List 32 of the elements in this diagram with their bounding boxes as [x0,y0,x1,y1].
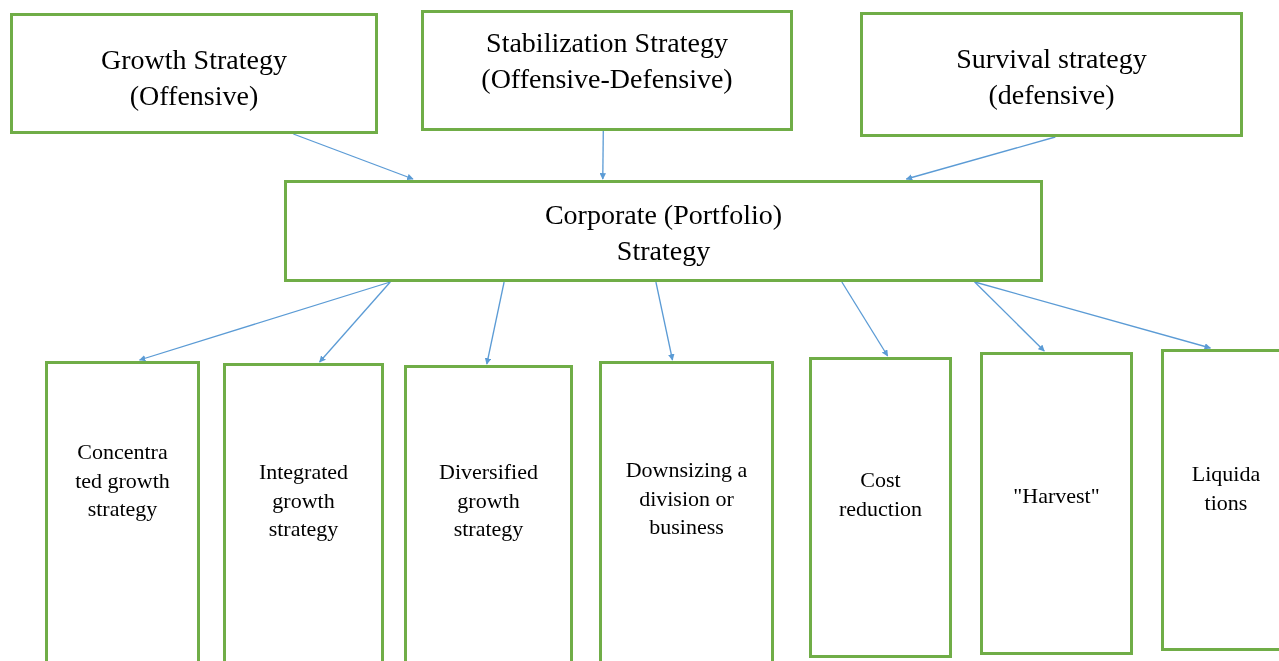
box-label: Survival strategy (defensive) [955,42,1148,113]
box-label: Concentra ted growth strategy [74,438,171,524]
box-label: Cost reduction [837,466,924,523]
strategy-box [980,352,1133,655]
strategy-box [1161,349,1279,651]
arrow [905,136,1056,181]
box-label: Diversified growth strategy [438,458,539,544]
strategy-box [421,10,793,131]
arrow [484,281,505,365]
arrow [599,130,607,180]
box-label: Growth Strategy (Offensive) [100,43,288,114]
arrow [974,281,1045,352]
strategy-box [860,12,1243,137]
box-label: Corporate (Portfolio) Strategy [543,198,784,269]
arrow [318,281,391,363]
box-label: "Harvest" [1012,482,1101,510]
arrow [292,133,414,180]
strategy-box [45,361,200,661]
arrow [974,281,1212,350]
arrow [138,281,391,362]
box-label: Stabilization Strategy (Offensive-Defensive) [480,26,734,97]
strategy-box [599,361,774,661]
strategy-box [404,365,573,661]
box-label: Integrated growth strategy [257,458,350,544]
strategy-box [809,357,952,658]
arrow [841,281,889,357]
box-label: Downsizing a division or business [624,456,749,542]
strategy-box [284,180,1043,282]
strategy-box [223,363,384,661]
arrow [655,281,675,361]
strategy-box [10,13,378,134]
box-label: Liquida tions [1190,460,1262,517]
